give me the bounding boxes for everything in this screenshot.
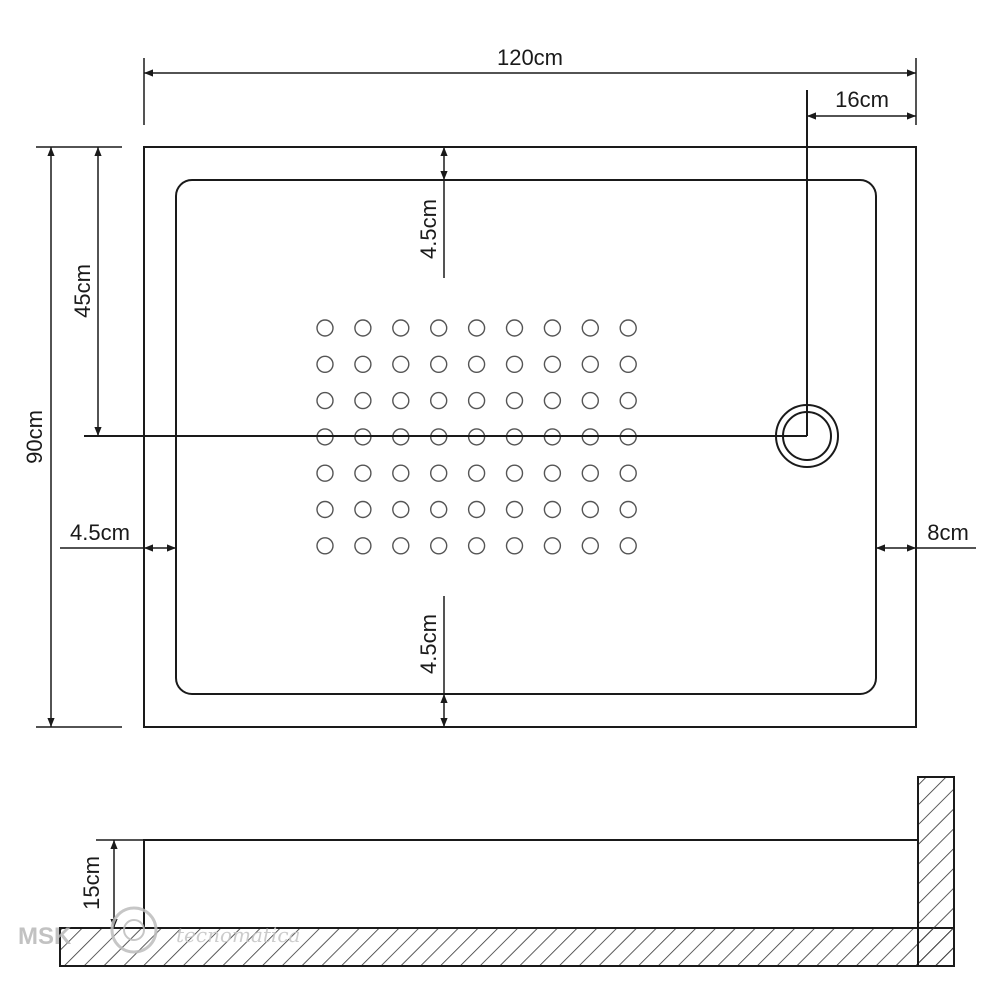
rim-bottom-dimension: 4.5cm <box>416 596 448 727</box>
anti-slip-dot <box>581 319 599 337</box>
anti-slip-dot <box>392 391 410 410</box>
anti-slip-dot <box>581 355 599 373</box>
wall-hatch <box>917 776 955 967</box>
watermark: MSK tecnomatica <box>18 906 300 954</box>
anti-slip-dot <box>354 464 372 482</box>
section-view: 15cm <box>59 776 955 967</box>
anti-slip-dot <box>354 355 372 373</box>
anti-slip-dot <box>354 500 372 519</box>
anti-slip-dot <box>619 355 637 373</box>
anti-slip-dot <box>467 319 486 337</box>
anti-slip-dot <box>505 391 524 410</box>
anti-slip-dot <box>430 464 448 482</box>
anti-slip-dot-pattern <box>316 319 637 555</box>
anti-slip-dot <box>581 500 599 519</box>
anti-slip-dot <box>430 355 448 373</box>
anti-slip-dot <box>543 500 562 519</box>
anti-slip-dot <box>543 355 562 373</box>
drain-offset-top-dimension: 45cm <box>70 147 102 436</box>
anti-slip-dot <box>354 391 372 410</box>
anti-slip-dot <box>316 319 334 337</box>
anti-slip-dot <box>467 355 486 373</box>
anti-slip-dot <box>543 319 562 337</box>
anti-slip-dot <box>619 537 637 555</box>
anti-slip-dot <box>430 391 448 410</box>
watermark-script: tecnomatica <box>176 923 300 947</box>
anti-slip-dot <box>505 319 524 337</box>
drain-offset-top-label: 45cm <box>70 264 95 318</box>
anti-slip-dot <box>392 500 410 519</box>
anti-slip-dot <box>467 391 486 410</box>
anti-slip-dot <box>619 500 637 519</box>
anti-slip-dot <box>581 537 599 555</box>
anti-slip-dot <box>392 355 410 373</box>
drain-offset-right-label: 16cm <box>835 87 889 112</box>
anti-slip-dot <box>430 500 448 519</box>
rim-bottom-label: 4.5cm <box>416 614 441 674</box>
anti-slip-dot <box>392 319 410 337</box>
watermark-brand: MSK <box>18 923 72 950</box>
anti-slip-dot <box>505 464 524 482</box>
tray-height-label: 15cm <box>79 856 104 910</box>
anti-slip-dot <box>392 537 410 555</box>
anti-slip-dot <box>316 355 334 373</box>
rim-left-dimension: 4.5cm <box>60 520 176 552</box>
rim-right-dimension: 8cm <box>876 520 976 552</box>
anti-slip-dot <box>316 537 334 555</box>
overall-depth-label: 90cm <box>22 410 47 464</box>
overall-width-label: 120cm <box>497 45 563 70</box>
anti-slip-dot <box>316 500 334 519</box>
anti-slip-dot <box>619 464 637 482</box>
anti-slip-dot <box>505 537 524 555</box>
anti-slip-dot <box>505 355 524 373</box>
anti-slip-dot <box>430 319 448 337</box>
anti-slip-dot <box>543 464 562 482</box>
tray-section-profile <box>143 839 919 929</box>
rim-right-label: 8cm <box>927 520 969 545</box>
anti-slip-dot <box>619 319 637 337</box>
plan-view <box>84 90 917 728</box>
anti-slip-dot <box>467 500 486 519</box>
watermark-emblem-icon <box>110 906 158 954</box>
floor-hatch <box>59 927 955 967</box>
anti-slip-dot <box>581 464 599 482</box>
anti-slip-dot <box>543 537 562 555</box>
anti-slip-dot <box>430 537 448 555</box>
anti-slip-dot <box>619 391 637 410</box>
drain-offset-right-dimension: 16cm <box>807 87 916 120</box>
rim-left-label: 4.5cm <box>70 520 130 545</box>
anti-slip-dot <box>543 391 562 410</box>
overall-width-dimension: 120cm <box>143 45 917 125</box>
anti-slip-dot <box>467 464 486 482</box>
anti-slip-dot <box>392 464 410 482</box>
rim-top-label: 4.5cm <box>416 199 441 259</box>
anti-slip-dot <box>467 537 486 555</box>
overall-depth-dimension: 90cm <box>22 146 122 728</box>
anti-slip-dot <box>354 537 372 555</box>
rim-top-dimension: 4.5cm <box>416 147 448 278</box>
anti-slip-dot <box>354 319 372 337</box>
anti-slip-dot <box>316 391 334 410</box>
anti-slip-dot <box>581 391 599 410</box>
anti-slip-dot <box>316 464 334 482</box>
anti-slip-dot <box>505 500 524 519</box>
